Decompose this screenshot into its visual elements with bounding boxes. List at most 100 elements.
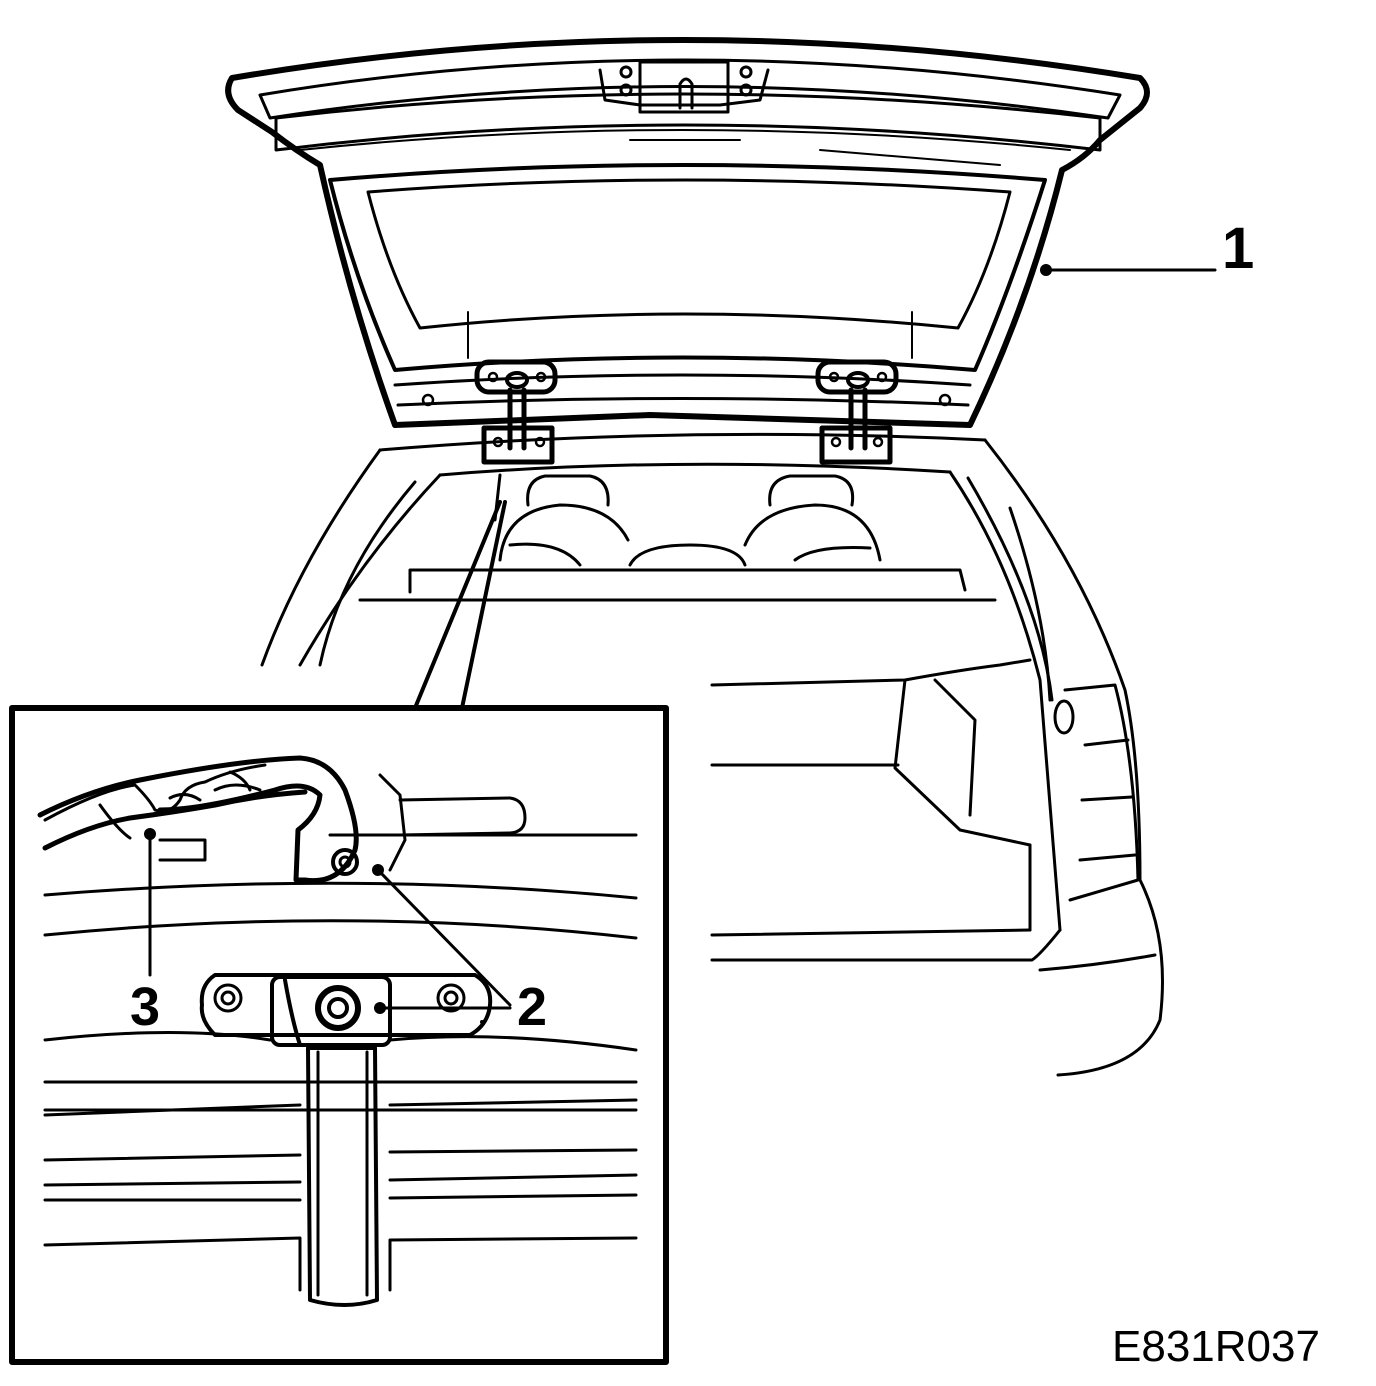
inset-trim bbox=[43, 881, 638, 900]
tailgate-window-inner bbox=[366, 178, 1012, 330]
inset-hinge-base bbox=[199, 973, 493, 1037]
inset-bolt-inner bbox=[220, 990, 236, 1006]
rear-seat-headrest bbox=[526, 474, 610, 507]
inset-trim bbox=[388, 1035, 638, 1052]
bolt bbox=[619, 83, 633, 97]
tailgate-window bbox=[328, 163, 1047, 372]
inset-clip bbox=[331, 848, 359, 876]
bolt bbox=[830, 436, 842, 448]
hinge-right bbox=[815, 359, 899, 465]
inset-hand-finger bbox=[213, 783, 262, 792]
tailgate-latch-box bbox=[638, 60, 730, 114]
inset-bolt-inner bbox=[443, 990, 459, 1006]
detail-inset bbox=[9, 705, 669, 1365]
roof-opening-inner bbox=[438, 462, 952, 477]
seat-line bbox=[508, 542, 582, 567]
bolt bbox=[619, 65, 633, 79]
callout-3-label: 3 bbox=[130, 977, 161, 1037]
leader-line-2a bbox=[376, 868, 512, 1007]
left-pillar-line bbox=[318, 480, 417, 667]
inset-cable-end bbox=[283, 978, 302, 1047]
bolt bbox=[872, 436, 884, 448]
tailgate-top-lip bbox=[258, 58, 1122, 120]
hinge-left bbox=[474, 359, 558, 465]
callout-2-label: 2 bbox=[517, 977, 548, 1037]
bolt bbox=[739, 83, 753, 97]
inset-hinge-arm bbox=[306, 1046, 379, 1307]
car-body bbox=[260, 432, 1164, 1077]
cargo-side-right-well bbox=[933, 678, 977, 817]
inset-trim bbox=[43, 1148, 638, 1162]
bolt bbox=[739, 65, 753, 79]
bolt bbox=[535, 371, 547, 383]
hinge-arm bbox=[507, 387, 527, 451]
tailgate-lower-edge bbox=[393, 373, 972, 387]
hinge-plate-upper bbox=[474, 359, 558, 395]
inset-hinge-arm-inner bbox=[316, 1050, 369, 1297]
inset-hinge-bracket bbox=[270, 975, 392, 1047]
rear-seat-center bbox=[628, 543, 747, 567]
cargo-floor-edge bbox=[710, 928, 1032, 937]
inset-hand-finger bbox=[228, 770, 252, 792]
hinge-bolt bbox=[505, 371, 529, 389]
bolt bbox=[487, 371, 499, 383]
hinge-arm bbox=[848, 387, 868, 451]
callout-1-label: 1 bbox=[1222, 216, 1255, 281]
bolt bbox=[534, 436, 546, 448]
bolt bbox=[876, 371, 888, 383]
bolt bbox=[938, 393, 952, 407]
zoom-line bbox=[460, 500, 507, 710]
bolt bbox=[828, 371, 840, 383]
inset-cable bbox=[42, 789, 308, 851]
inset-trim bbox=[388, 1236, 638, 1292]
inset-cable bbox=[37, 755, 359, 884]
right-pillar-outer bbox=[983, 438, 1164, 1077]
inset-hand bbox=[43, 763, 267, 822]
roof-opening bbox=[378, 432, 987, 452]
rear-seat-back bbox=[498, 503, 630, 562]
tailgate-trim bbox=[299, 129, 1071, 151]
right-pillar-inner bbox=[948, 470, 1062, 932]
hinge-bolt bbox=[846, 371, 870, 389]
rear-bumper bbox=[710, 928, 1062, 962]
inset-clip-core bbox=[338, 855, 352, 869]
right-body-seam bbox=[1008, 506, 1052, 702]
taillight-line bbox=[1080, 795, 1134, 802]
inset-hand-finger bbox=[168, 793, 202, 802]
tailgate-spoiler bbox=[274, 92, 1102, 152]
cargo-sill bbox=[710, 658, 1032, 687]
inset-hand-finger bbox=[98, 803, 132, 840]
hinge-plate-lower bbox=[481, 425, 555, 465]
inset-trim bbox=[43, 1236, 302, 1292]
inset-molding bbox=[398, 796, 527, 837]
inset-bolt bbox=[436, 983, 466, 1013]
inset-trim bbox=[43, 919, 638, 940]
tailgate-window-shelf bbox=[467, 311, 913, 359]
inset-molding bbox=[158, 838, 207, 862]
cargo-cover bbox=[408, 568, 967, 594]
tailgate-outer-rim bbox=[225, 37, 1150, 428]
door-latch bbox=[1053, 699, 1075, 735]
taillight-line bbox=[1083, 738, 1130, 747]
cargo-side-right bbox=[893, 678, 1032, 847]
hinge-plate-lower bbox=[819, 425, 893, 465]
callout-leaders bbox=[413, 264, 1217, 710]
tailgate-trim bbox=[819, 149, 1001, 166]
left-pillar-inner bbox=[298, 473, 442, 667]
inset-molding bbox=[378, 773, 407, 872]
zoom-line bbox=[413, 500, 502, 710]
inset-trim bbox=[43, 1173, 638, 1187]
right-taillight bbox=[1063, 683, 1140, 902]
inset-hinge-bolt bbox=[315, 985, 361, 1031]
hinge-plate-upper bbox=[815, 359, 899, 395]
inset-trim bbox=[43, 1193, 638, 1202]
rear-bumper-lower bbox=[1038, 953, 1157, 972]
tailgate-latch-slot bbox=[678, 77, 694, 110]
rear-seat-back bbox=[743, 503, 882, 562]
leader-dot bbox=[480, 1020, 484, 1024]
figure-code: E831R037 bbox=[1112, 1322, 1320, 1371]
seat-line bbox=[793, 546, 872, 562]
rear-seat-headrest bbox=[768, 474, 855, 507]
